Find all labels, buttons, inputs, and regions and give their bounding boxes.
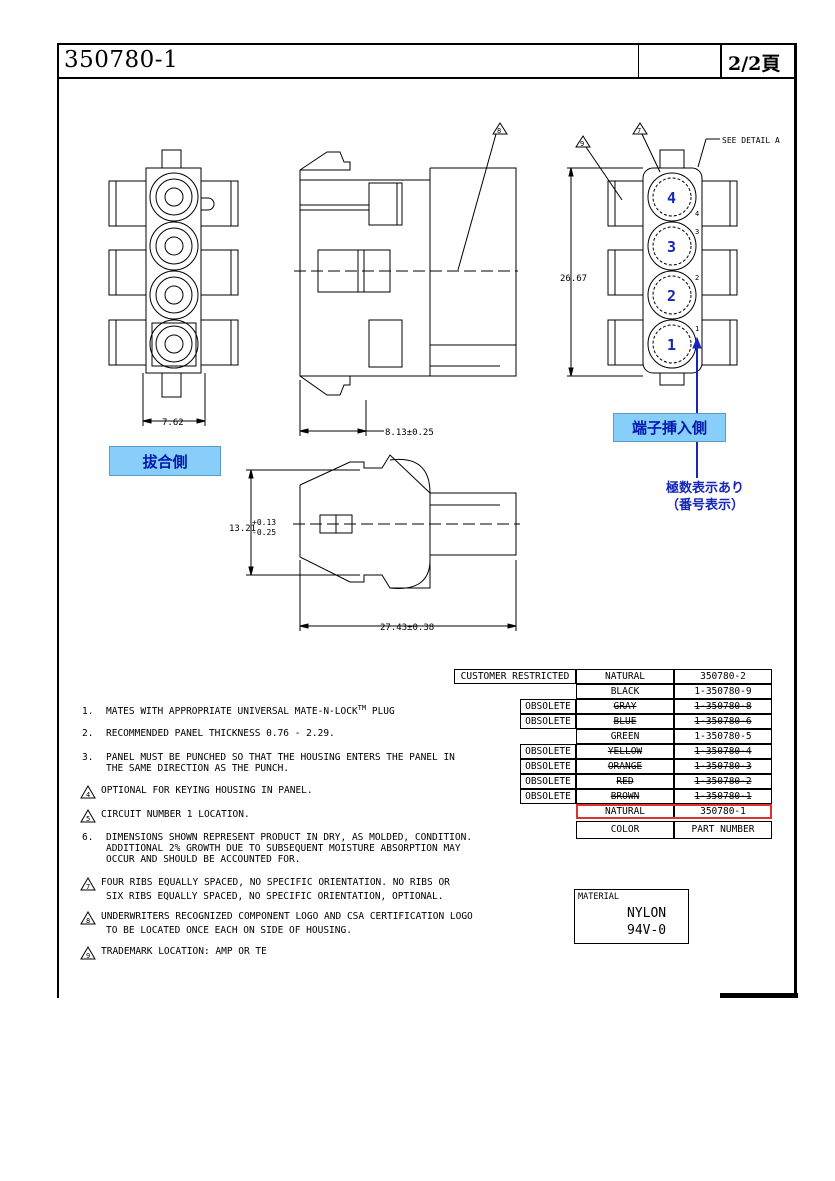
see-detail-a: SEE DETAIL A	[722, 136, 780, 145]
color-cell: GRAY	[576, 699, 674, 714]
color-cell: BLUE	[576, 714, 674, 729]
callout-8-number: 8	[497, 127, 501, 135]
terminal-insertion-side-label: 端子挿入側	[613, 413, 726, 442]
color-cell: BLACK	[576, 684, 674, 699]
part-number-cell: 1-350780-6	[674, 714, 772, 729]
status-cell: OBSOLETE	[520, 789, 576, 804]
status-cell: OBSOLETE	[520, 759, 576, 774]
pin-number-2: 2	[667, 287, 676, 305]
color-cell: YELLOW	[576, 744, 674, 759]
polarity-note-line1: 極数表示あり	[665, 481, 744, 496]
pin-number-3: 3	[667, 238, 676, 256]
polarity-note: 極数表示あり （番号表示）	[640, 480, 770, 514]
color-header: COLOR	[576, 821, 674, 839]
part-number-cell: 1-350780-9	[674, 684, 772, 699]
flag-note-triangle-icon: 7	[80, 877, 96, 891]
polarity-note-line2: （番号表示）	[665, 498, 744, 513]
callout-7-number: 7	[637, 127, 641, 135]
material-label: MATERIAL	[578, 892, 619, 902]
mating-side-label: 拔合側	[109, 446, 221, 476]
part-number-cell: 1-350780-1	[674, 789, 772, 804]
color-cell: BROWN	[576, 789, 674, 804]
status-cell: OBSOLETE	[520, 714, 576, 729]
header-cell-divider	[720, 43, 722, 77]
header-cell-divider	[638, 43, 639, 77]
part-number-header: PART NUMBER	[674, 821, 772, 839]
part-number-cell: 1-350780-4	[674, 744, 772, 759]
front-view	[108, 149, 239, 426]
svg-text:5: 5	[86, 815, 90, 823]
note-3: 3.PANEL MUST BE PUNCHED SO THAT THE HOUS…	[82, 752, 455, 774]
sheet-number: 2/2頁	[728, 53, 781, 75]
color-cell: RED	[576, 774, 674, 789]
part-number-cell: 1-350780-2	[674, 774, 772, 789]
svg-text:9: 9	[86, 952, 90, 960]
side-number-2: 2	[695, 274, 699, 282]
dim-26-67: 26.67	[560, 274, 587, 284]
dim-8-13: 8.13±0.25	[385, 428, 434, 438]
status-cell: OBSOLETE	[520, 699, 576, 714]
side-number-1: 1	[695, 325, 699, 333]
material-value-nylon: NYLON	[627, 906, 667, 921]
color-cell: GREEN	[576, 729, 674, 744]
status-cell: OBSOLETE	[520, 774, 576, 789]
status-cell: CUSTOMER RESTRICTED	[454, 669, 576, 684]
part-number-cell: 1-350780-5	[674, 729, 772, 744]
color-cell: NATURAL	[576, 669, 674, 684]
highlight-box	[576, 804, 772, 819]
header-divider	[57, 77, 797, 79]
side-view	[294, 122, 518, 436]
status-cell: OBSOLETE	[520, 744, 576, 759]
svg-text:4: 4	[86, 791, 90, 799]
note-1: 1.MATES WITH APPROPRIATE UNIVERSAL MATE-…	[82, 704, 395, 718]
top-view	[246, 454, 520, 631]
svg-text:7: 7	[86, 883, 90, 891]
color-cell: ORANGE	[576, 759, 674, 774]
side-number-4: 4	[695, 210, 699, 218]
note-6: 6.DIMENSIONS SHOWN REPRESENT PRODUCT IN …	[82, 832, 473, 865]
flag-note-triangle-icon: 8	[80, 911, 96, 925]
part-number-title: 350780-1	[64, 47, 179, 73]
flag-note-triangle-icon: 9	[80, 946, 96, 960]
dim-27-43: 27.43±0.38	[380, 623, 434, 633]
flag-note-triangle-icon: 5	[80, 809, 96, 823]
dim-tol-minus: -0.25	[252, 528, 276, 537]
dim-tol-plus: +0.13	[252, 518, 276, 527]
pin-number-4: 4	[667, 189, 676, 207]
flag-note-triangle-icon: 4	[80, 785, 96, 799]
part-number-cell: 1-350780-3	[674, 759, 772, 774]
frame-corner-bar	[720, 993, 798, 998]
part-number-cell: 1-350780-8	[674, 699, 772, 714]
dim-13-21: 13.21	[229, 524, 256, 534]
callout-9-number: 9	[580, 140, 584, 148]
dim-7-62: 7.62	[162, 418, 184, 428]
material-value-rating: 94V-0	[627, 923, 667, 938]
part-number-cell: 350780-2	[674, 669, 772, 684]
side-number-3: 3	[695, 228, 699, 236]
svg-text:8: 8	[86, 917, 90, 925]
material-box: MATERIAL NYLON 94V-0	[574, 889, 689, 944]
note-2: 2.RECOMMENDED PANEL THICKNESS 0.76 - 2.2…	[82, 728, 335, 739]
pin-number-1: 1	[667, 336, 676, 354]
drawing-frame	[57, 43, 797, 998]
